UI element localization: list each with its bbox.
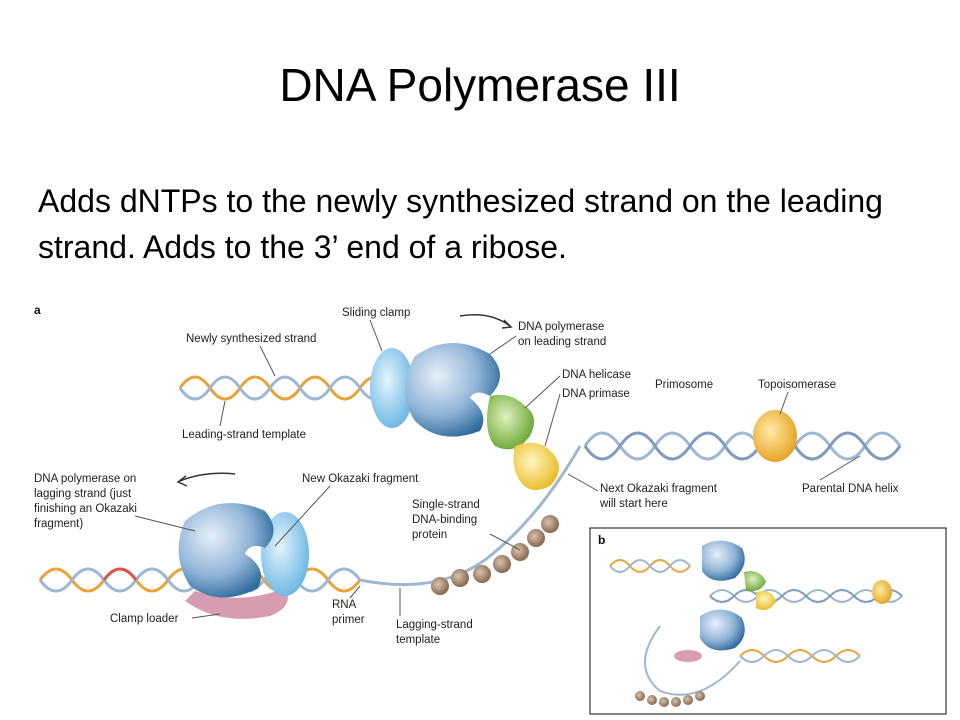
label-ssb-1: Single-strand [412, 499, 480, 511]
label-dna-polymerase-lagging-4: fragment) [34, 518, 83, 530]
leader-lines [134, 319, 861, 619]
replication-fork-diagram: a [34, 303, 947, 715]
label-next-okazaki-1: Next Okazaki fragment [600, 483, 718, 495]
panel-b-letter: b [598, 533, 605, 547]
label-rna-primer-2: primer [332, 614, 365, 626]
label-lagging-template-1: Lagging-strand [396, 619, 473, 631]
label-dna-polymerase-lagging-3: finishing an Okazaki [34, 503, 137, 515]
label-dna-polymerase-leading-2: on leading strand [518, 336, 606, 348]
label-dna-helicase: DNA helicase [562, 369, 631, 381]
lagging-direction-arrow [179, 472, 236, 482]
label-rna-primer-1: RNA [332, 599, 357, 611]
panel-a-labels: Sliding clamp Newly synthesized strand D… [34, 307, 899, 646]
replication-fork-figure: a [20, 296, 960, 720]
label-next-okazaki-2: will start here [599, 498, 668, 510]
label-dna-polymerase-lagging-2: lagging strand (just [34, 488, 132, 500]
label-lagging-template-2: template [396, 634, 440, 646]
label-clamp-loader: Clamp loader [110, 613, 179, 625]
panel-b-inset: b [589, 527, 947, 715]
label-leading-strand-template: Leading-strand template [182, 429, 306, 441]
dna-helicase-shape [486, 394, 534, 450]
label-ssb-2: DNA-binding [412, 514, 477, 526]
panel-a-letter: a [34, 303, 41, 317]
label-primosome: Primosome [655, 379, 713, 391]
label-sliding-clamp: Sliding clamp [342, 307, 410, 319]
label-new-okazaki-fragment: New Okazaki fragment [302, 473, 419, 485]
leading-direction-arrow [459, 314, 511, 327]
lagging-template-loop [359, 445, 582, 586]
label-newly-synthesized-strand: Newly synthesized strand [186, 333, 316, 345]
slide-title: DNA Polymerase III [279, 59, 681, 111]
label-dna-polymerase-leading-1: DNA polymerase [518, 321, 604, 333]
leading-polymerase-complex [370, 342, 500, 437]
label-parental-dna-helix: Parental DNA helix [802, 483, 899, 495]
label-ssb-3: protein [412, 529, 447, 541]
ssb-proteins [431, 515, 559, 595]
lagging-polymerase-complex [178, 503, 309, 619]
label-dna-polymerase-lagging-1: DNA polymerase on [34, 473, 136, 485]
slide-body-text: Adds dNTPs to the newly synthesized stra… [38, 183, 883, 265]
label-dna-primase: DNA primase [562, 388, 630, 400]
parental-dna-helix [583, 431, 902, 461]
topoisomerase-shape [753, 410, 797, 462]
dna-primase-shape [513, 442, 559, 490]
label-topoisomerase: Topoisomerase [758, 379, 836, 391]
